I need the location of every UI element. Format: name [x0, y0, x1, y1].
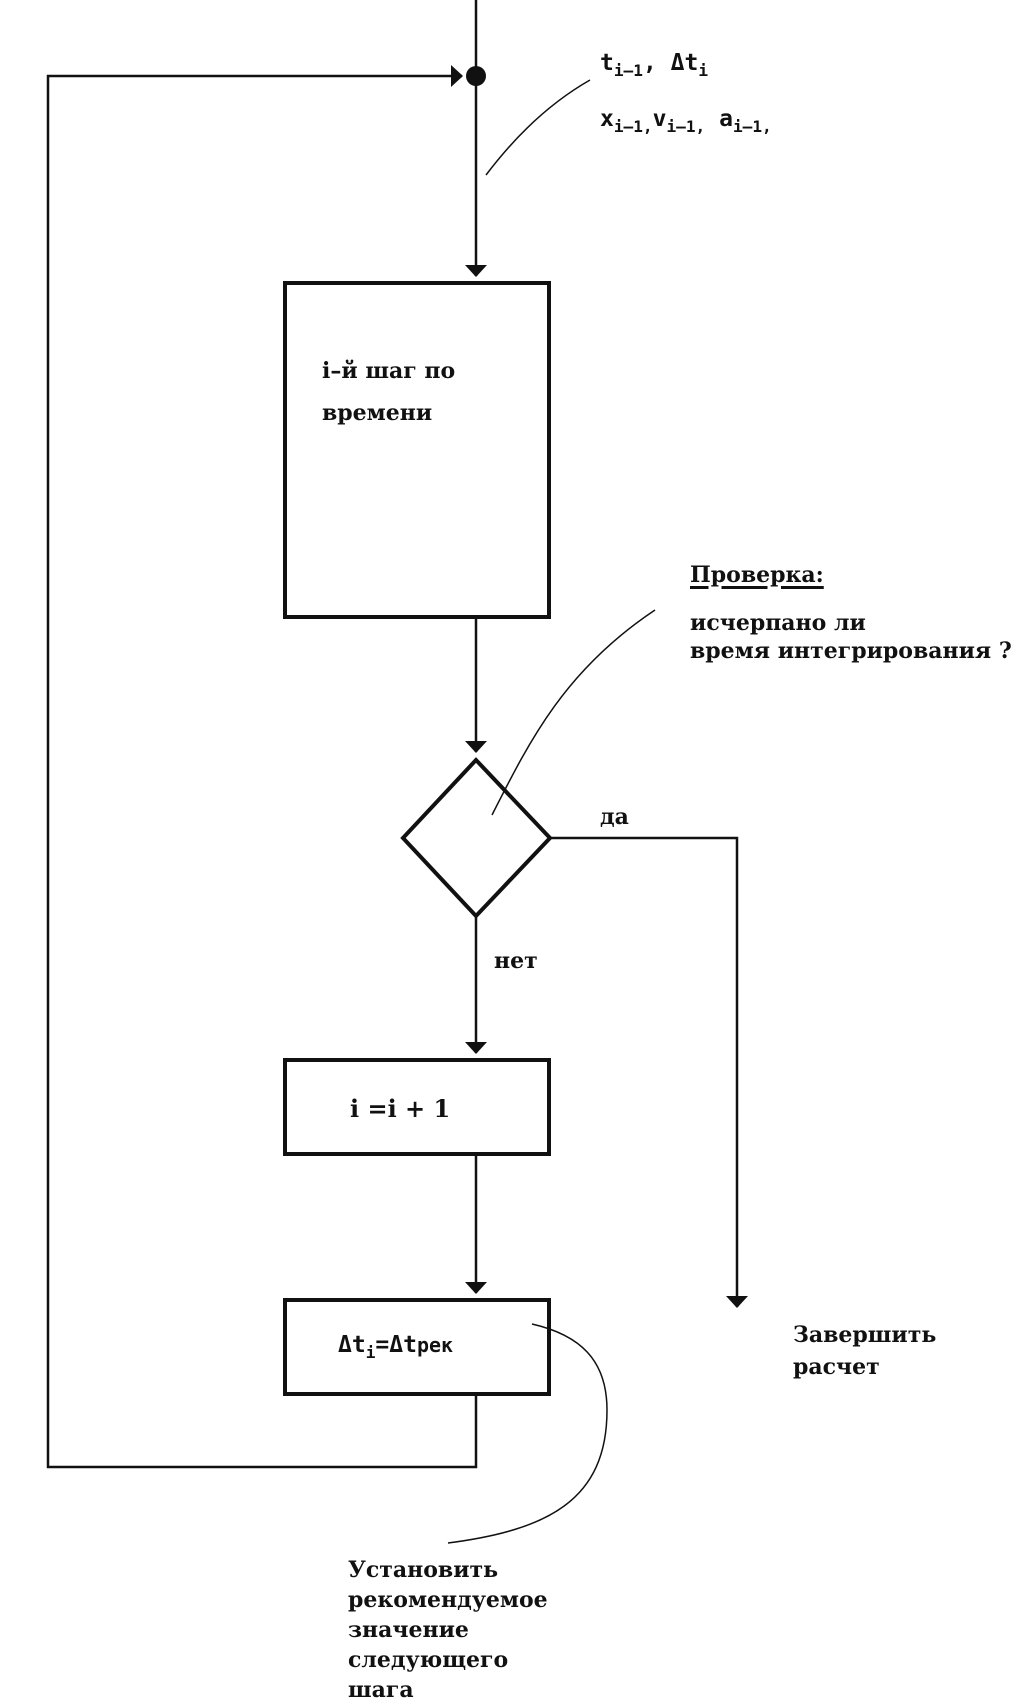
finish-note-line2: расчет	[793, 1354, 880, 1380]
recommend-note-line5: шага	[348, 1677, 414, 1703]
increment-block-frame	[283, 1058, 551, 1156]
increment-block-text: i =i + 1	[350, 1094, 451, 1123]
check-note-line2: время интегрирования ?	[690, 638, 1012, 664]
recommend-note-line3: значение	[348, 1617, 469, 1643]
step-block-line1: i–й шаг по	[322, 358, 456, 384]
check-note-title: Проверка:	[690, 562, 824, 588]
finish-note-line1: Завершить	[793, 1322, 937, 1348]
step-set-block-frame	[283, 1298, 551, 1396]
decision-diamond	[400, 757, 553, 919]
recommend-note-line1: Установить	[348, 1557, 499, 1583]
recommend-note-line2: рекомендуемое	[348, 1587, 548, 1613]
loop-back-line	[46, 65, 478, 1469]
recommend-leader	[447, 1323, 608, 1544]
junction-dot	[466, 66, 486, 86]
input-params-line2: xi–1,vi–1, ai–1,	[600, 106, 772, 136]
input-leader	[485, 79, 591, 176]
check-note-line1: исчерпано ли	[690, 610, 866, 636]
check-leader	[491, 609, 656, 816]
recommend-note-line4: следующего	[348, 1647, 509, 1673]
no-label: нет	[494, 948, 538, 974]
yes-label: да	[600, 804, 629, 830]
yes-branch-line	[550, 836, 748, 1308]
step-block-line2: времени	[322, 400, 433, 426]
step-block-frame	[283, 281, 551, 619]
input-params-line1: ti–1, Δti	[600, 50, 709, 80]
step-set-block-text: Δti=Δtрек	[338, 1332, 454, 1362]
